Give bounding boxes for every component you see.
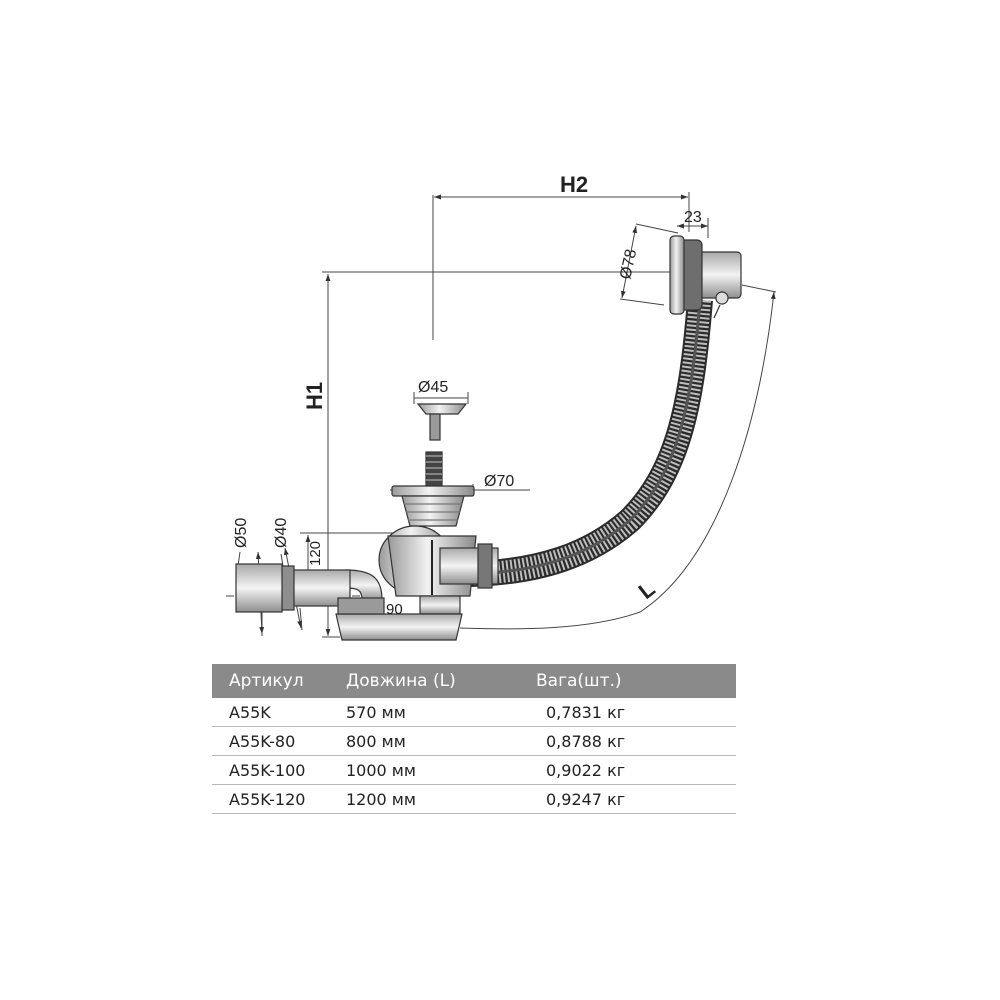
cell-article: A55K-100 (212, 755, 346, 785)
cell-length: 800 мм (346, 726, 536, 756)
table-row: A55K 570 мм 0,7831 кг (212, 698, 736, 727)
table-row: A55K-100 1000 мм 0,9022 кг (212, 755, 736, 785)
cell-length: 570 мм (346, 698, 536, 727)
dim-23: 23 (684, 209, 702, 226)
dim-d70: Ø70 (484, 473, 514, 490)
cell-weight: 0,9247 кг (536, 784, 736, 814)
header-length: Довжина (L) (346, 664, 536, 698)
dimension-labels: H2 H1 23 Ø78 L Ø45 Ø70 Ø50 Ø40 120 90 (233, 172, 702, 618)
cell-article: A55K (212, 698, 346, 727)
overflow-hose (469, 298, 713, 587)
cell-length: 1200 мм (346, 784, 536, 814)
table-row: A55K-120 1200 мм 0,9247 кг (212, 784, 736, 814)
dim-d78: Ø78 (617, 248, 640, 281)
dim-d45: Ø45 (418, 379, 448, 396)
cell-article: A55K-80 (212, 726, 346, 756)
drain-plug (416, 403, 468, 487)
cell-weight: 0,7831 кг (536, 698, 736, 727)
spec-table: Артикул Довжина (L) Вага(шт.) A55K 570 м… (212, 664, 736, 814)
cell-weight: 0,8788 кг (536, 726, 736, 756)
drain-trap (335, 485, 499, 641)
dim-h1: H1 (302, 382, 327, 410)
table-row: A55K-80 800 мм 0,8788 кг (212, 726, 736, 756)
cell-weight: 0,9022 кг (536, 755, 736, 785)
dim-90: 90 (386, 601, 403, 618)
outlet-pipe (235, 563, 385, 615)
header-weight: Вага(шт.) (536, 664, 736, 698)
dim-120: 120 (307, 541, 324, 566)
cell-article: A55K-120 (212, 784, 346, 814)
dim-d50: Ø50 (233, 518, 250, 548)
overflow-head (669, 235, 742, 319)
siphon-technical-drawing: H2 H1 23 Ø78 L Ø45 Ø70 Ø50 Ø40 120 90 (226, 172, 777, 641)
header-article: Артикул (212, 664, 346, 698)
cell-length: 1000 мм (346, 755, 536, 785)
table-header-row: Артикул Довжина (L) Вага(шт.) (212, 664, 736, 698)
dim-d40: Ø40 (273, 518, 290, 548)
dim-h2: H2 (560, 172, 588, 197)
